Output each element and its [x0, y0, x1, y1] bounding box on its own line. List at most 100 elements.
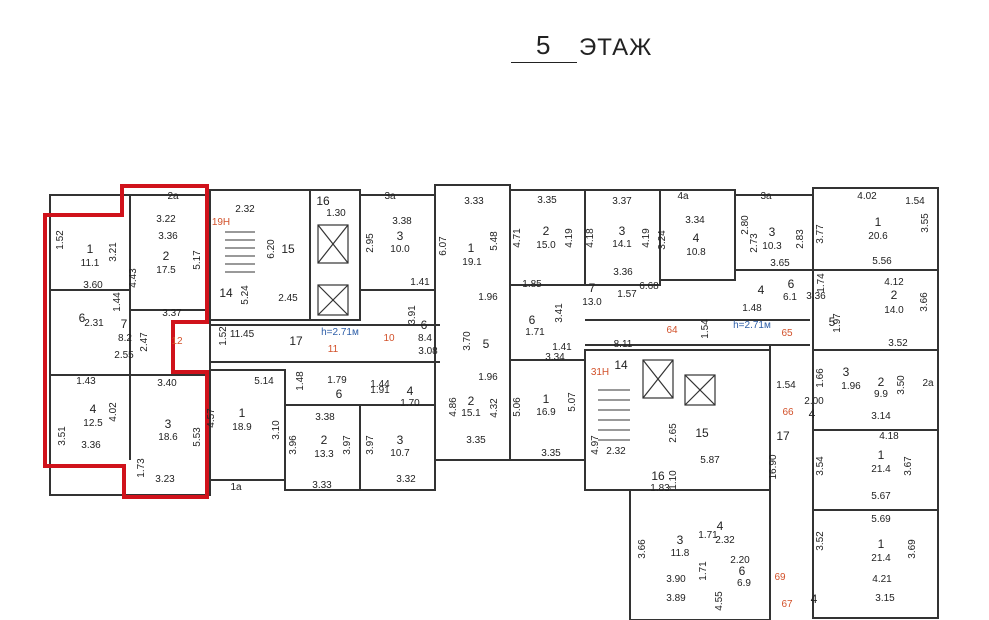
plan-label: 1.48: [742, 303, 762, 314]
plan-label: 14: [219, 286, 233, 300]
plan-label: 4.18: [879, 431, 899, 442]
plan-label: 1: [239, 406, 246, 420]
plan-label: 6: [421, 318, 428, 332]
plan-label: 21.4: [871, 464, 891, 475]
plan-label: 1.71: [698, 530, 718, 541]
plan-label: 14.0: [884, 305, 904, 316]
plan-label: 3.66: [919, 292, 930, 312]
plan-label: 3: [397, 433, 404, 447]
plan-label: 2a: [167, 191, 179, 202]
plan-label: 3.52: [888, 338, 908, 349]
plan-label: 10: [383, 333, 395, 344]
plan-label: 11.45: [230, 329, 255, 340]
plan-label: 3.51: [57, 426, 68, 446]
plan-label: 6.20: [266, 239, 277, 259]
plan-label: 3: [677, 533, 684, 547]
plan-label: 1: [468, 241, 475, 255]
plan-label: 17.5: [156, 265, 176, 276]
plan-label: 2.32: [606, 446, 626, 457]
plan-label: 3: [397, 229, 404, 243]
plan-label: 3.50: [896, 375, 907, 395]
wall-block-middle: [434, 184, 511, 461]
plan-label: 3.41: [554, 303, 565, 323]
floor-number: 5: [536, 30, 551, 60]
plan-label: 5.06: [512, 397, 523, 417]
plan-label: 5: [829, 315, 836, 329]
plan-label: 3.36: [81, 440, 101, 451]
plan-label: 2.73: [749, 233, 760, 253]
plan-label: 3.55: [920, 213, 931, 233]
plan-label: 2: [878, 375, 885, 389]
plan-label: 1.83: [650, 483, 670, 494]
plan-label: 3: [619, 224, 626, 238]
plan-label: 8.2: [118, 333, 132, 344]
plan-label: 3a: [760, 191, 772, 202]
plan-label: 12: [171, 336, 183, 347]
plan-label: 1.71: [525, 327, 545, 338]
plan-label: 3: [165, 417, 172, 431]
plan-label: 1.44: [370, 379, 390, 390]
plan-label: 2.65: [668, 423, 679, 443]
plan-label: 3.24: [657, 230, 668, 250]
plan-label: 4.21: [872, 574, 892, 585]
plan-label: 3.97: [342, 435, 353, 455]
plan-label: 9.9: [874, 389, 888, 400]
plan-label: 12.5: [83, 418, 103, 429]
plan-label: 16: [651, 469, 665, 483]
plan-label: 15: [281, 242, 295, 256]
plan-label: 3.69: [907, 539, 918, 559]
plan-label: 5.87: [700, 455, 720, 466]
plan-label: 4.02: [108, 402, 119, 422]
plan-label: 10.3: [762, 241, 782, 252]
wall-right-block: [812, 187, 939, 619]
plan-label: 3.96: [288, 435, 299, 455]
plan-label: 3.15: [875, 593, 895, 604]
plan-label: 3.35: [537, 195, 557, 206]
plan-label: 3.34: [685, 215, 705, 226]
plan-label: 1.52: [218, 326, 229, 346]
plan-label: 7: [121, 317, 128, 331]
plan-label: 1.52: [55, 230, 66, 250]
plan-label: 4.02: [857, 191, 877, 202]
plan-label: 1: [875, 215, 882, 229]
plan-label: 16.90: [768, 454, 779, 479]
plan-label: 10.7: [390, 448, 410, 459]
plan-label: 3.33: [312, 480, 332, 491]
plan-label: 2: [468, 394, 475, 408]
plan-label: 3.60: [83, 280, 103, 291]
plan-label: 2.20: [730, 555, 750, 566]
plan-label: 5.53: [192, 427, 203, 447]
plan-label: 14: [614, 358, 628, 372]
plan-label: 1.74: [816, 273, 827, 293]
plan-label: 5.67: [871, 491, 891, 502]
plan-label: 18.6: [158, 432, 178, 443]
plan-label: 69: [774, 572, 786, 583]
plan-label: 6: [739, 564, 746, 578]
plan-label: 3.70: [462, 331, 473, 351]
plan-label: 4: [717, 519, 724, 533]
elevator-shafts: [317, 224, 716, 406]
plan-label: 4: [407, 384, 414, 398]
plan-label: 5.07: [567, 392, 578, 412]
plan-label: 3.10: [271, 420, 282, 440]
plan-label: 2.32: [715, 535, 735, 546]
plan-label: 1.48: [295, 371, 306, 391]
plan-label: 4.86: [448, 397, 459, 417]
plan-label: 31Н: [591, 367, 609, 378]
plan-label: 2.83: [795, 229, 806, 249]
plan-label: 2a: [922, 378, 934, 389]
plan-label: 3.33: [464, 196, 484, 207]
plan-label: 3a: [384, 191, 396, 202]
plan-label: 5.14: [254, 376, 274, 387]
plan-label: 1: [878, 537, 885, 551]
plan-label: 3.38: [315, 412, 335, 423]
plan-label: 4: [90, 402, 97, 416]
plan-label: 17: [776, 429, 790, 443]
plan-label: 17: [289, 334, 303, 348]
plan-label: 2.32: [235, 204, 255, 215]
plan-label: 1.54: [905, 196, 925, 207]
plan-label: 3.91: [407, 305, 418, 325]
plan-label: 5.56: [872, 256, 892, 267]
plan-label: 3.36: [613, 267, 633, 278]
